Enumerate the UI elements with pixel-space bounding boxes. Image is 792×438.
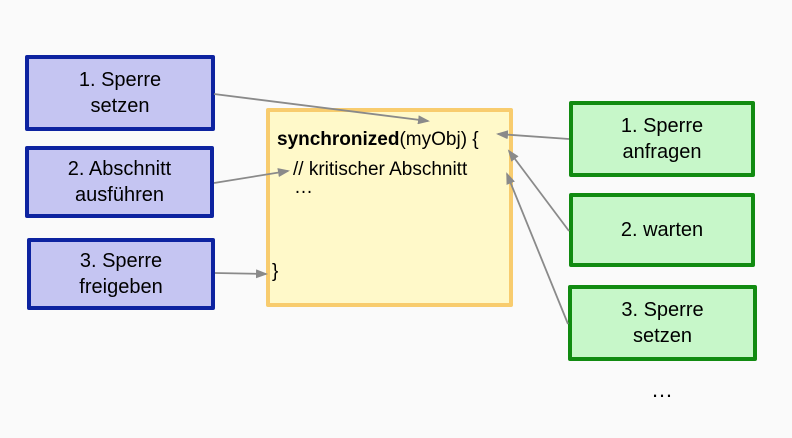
left-step-1-label: 1. Sperre setzen [78, 69, 162, 117]
code-box: synchronized(myObj) { // kritischer Absc… [266, 108, 513, 307]
right-step-1-label: 1. Sperre anfragen [620, 115, 704, 163]
code-line-comment: // kritischer Abschnitt [293, 159, 468, 180]
right-step-box-3: 3. Sperre setzen [568, 285, 757, 361]
right-step-2-label: 2. warten [620, 219, 704, 241]
left-step-box-3: 3. Sperre freigeben [27, 238, 215, 310]
code-line-closing-brace: } [272, 261, 279, 282]
arrow-right-step-2-to-code-open-brace [507, 149, 570, 232]
right-step-box-2: 2. warten [569, 193, 755, 267]
left-step-box-2: 2. Abschnitt ausführen [25, 146, 214, 218]
right-step-box-1: 1. Sperre anfragen [569, 101, 755, 177]
continuation-ellipsis: … [651, 377, 673, 402]
right-step-3-label: 3. Sperre setzen [621, 299, 704, 347]
left-step-3-label: 3. Sperre freigeben [79, 250, 163, 298]
arrow-right-step-3-to-code-open-brace [506, 172, 569, 325]
code-line-ellipsis: … [294, 177, 313, 198]
left-step-box-1: 1. Sperre setzen [25, 55, 215, 131]
arrow-left-step-3-to-code-closing-brace [214, 269, 268, 279]
code-signature: (myObj) { [399, 129, 479, 150]
code-keyword: synchronized [277, 129, 400, 150]
left-step-2-label: 2. Abschnitt ausführen [67, 158, 172, 206]
code-line-synchronized: synchronized(myObj) { [277, 128, 479, 152]
